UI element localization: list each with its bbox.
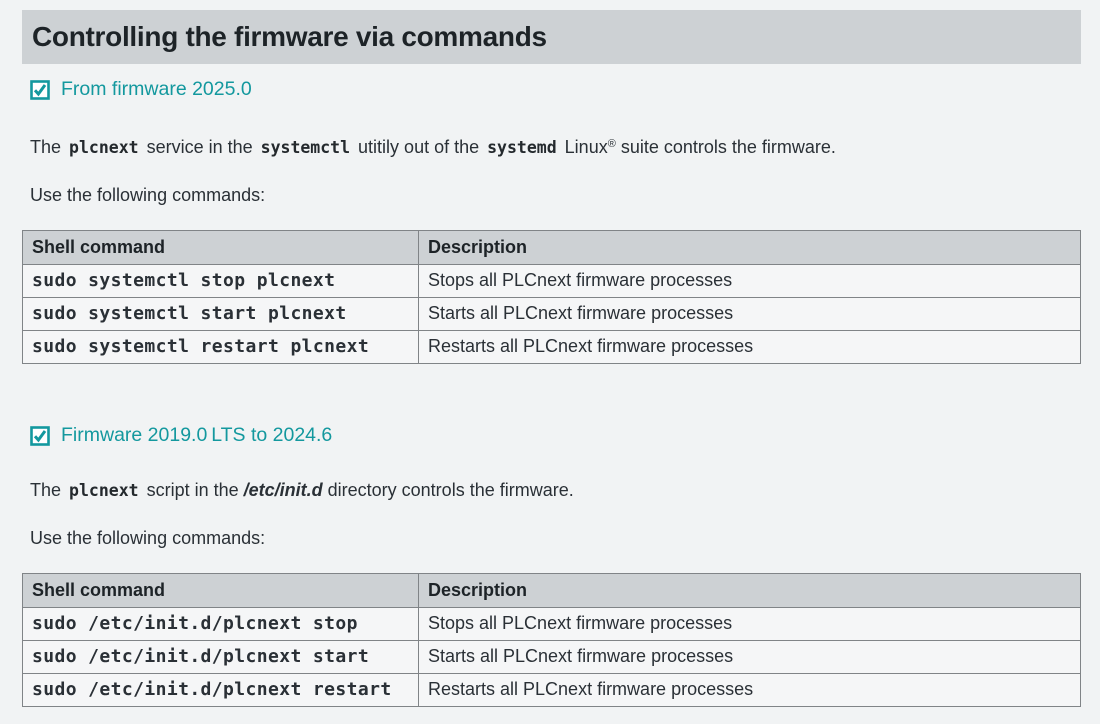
table-row: sudo systemctl start plcnext Starts all … <box>22 297 1081 331</box>
page-title-bar: Controlling the firmware via commands <box>22 10 1081 64</box>
intro-text-part: service in the <box>141 137 258 157</box>
intro-text-part: script in the <box>141 480 244 500</box>
checked-checkbox-icon[interactable] <box>30 79 50 100</box>
table-header-row: Shell command Description <box>22 573 1081 608</box>
column-header-description: Description <box>418 230 1081 265</box>
section-heading[interactable]: From firmware 2025.0 <box>61 78 252 100</box>
path-emphasis: /etc/init.d <box>243 480 323 500</box>
table-header-row: Shell command Description <box>22 230 1081 265</box>
shell-command-cell: sudo systemctl restart plcnext <box>22 330 419 364</box>
shell-command-cell: sudo /etc/init.d/plcnext restart <box>22 673 419 707</box>
commands-table: Shell command Description sudo /etc/init… <box>22 573 1081 707</box>
intro-text-part: utitily out of the <box>353 137 485 157</box>
table-row: sudo /etc/init.d/plcnext start Starts al… <box>22 640 1081 674</box>
description-cell: Starts all PLCnext firmware processes <box>418 640 1081 674</box>
column-header-shell-command: Shell command <box>22 230 419 265</box>
section-toggle-firmware-2019-2024[interactable]: Firmware 2019.0 LTS to 2024.6 <box>30 424 1081 447</box>
registered-trademark: ® <box>607 138 616 150</box>
checked-checkbox-icon[interactable] <box>30 425 50 446</box>
intro-paragraph: The plcnext script in the /etc/init.d di… <box>30 479 1081 502</box>
inline-code: systemd <box>487 138 557 157</box>
inline-code: plcnext <box>69 481 139 500</box>
description-cell: Restarts all PLCnext firmware processes <box>418 330 1081 364</box>
column-header-description: Description <box>418 573 1081 608</box>
document-page: Controlling the firmware via commands Fr… <box>22 10 1081 707</box>
table-row: sudo systemctl stop plcnext Stops all PL… <box>22 264 1081 298</box>
commands-table-wrap: Shell command Description sudo /etc/init… <box>22 573 1081 707</box>
description-cell: Restarts all PLCnext firmware processes <box>418 673 1081 707</box>
description-cell: Stops all PLCnext firmware processes <box>418 264 1081 298</box>
intro-text-part: The <box>30 137 67 157</box>
shell-command-cell: sudo /etc/init.d/plcnext stop <box>22 607 419 641</box>
lead-text: Use the following commands: <box>30 185 266 205</box>
column-header-shell-command: Shell command <box>22 573 419 608</box>
shell-command-cell: sudo systemctl start plcnext <box>22 297 419 331</box>
lead-text: Use the following commands: <box>30 528 266 548</box>
description-cell: Starts all PLCnext firmware processes <box>418 297 1081 331</box>
table-row: sudo /etc/init.d/plcnext restart Restart… <box>22 673 1081 707</box>
section-heading[interactable]: Firmware 2019.0 LTS to 2024.6 <box>61 424 333 446</box>
table-row: sudo /etc/init.d/plcnext stop Stops all … <box>22 607 1081 641</box>
intro-text-part: suite controls the firmware. <box>615 137 836 157</box>
intro-text-part: Linux <box>559 137 608 157</box>
shell-command-cell: sudo /etc/init.d/plcnext start <box>22 640 419 674</box>
inline-code: systemctl <box>260 138 351 157</box>
shell-command-cell: sudo systemctl stop plcnext <box>22 264 419 298</box>
section-firmware-2025: From firmware 2025.0 The plcnext service… <box>22 78 1081 364</box>
intro-text-part: The <box>30 480 67 500</box>
page-title: Controlling the firmware via commands <box>32 21 547 52</box>
description-cell: Stops all PLCnext firmware processes <box>418 607 1081 641</box>
intro-text-part: directory controls the firmware. <box>322 480 574 500</box>
section-toggle-firmware-2025[interactable]: From firmware 2025.0 <box>30 78 1081 101</box>
section-firmware-2019-2024: Firmware 2019.0 LTS to 2024.6 The plcnex… <box>22 424 1081 707</box>
table-row: sudo systemctl restart plcnext Restarts … <box>22 330 1081 364</box>
inline-code: plcnext <box>69 138 139 157</box>
intro-paragraph: The plcnext service in the systemctl uti… <box>30 133 1081 159</box>
commands-table-wrap: Shell command Description sudo systemctl… <box>22 230 1081 364</box>
commands-table: Shell command Description sudo systemctl… <box>22 230 1081 364</box>
